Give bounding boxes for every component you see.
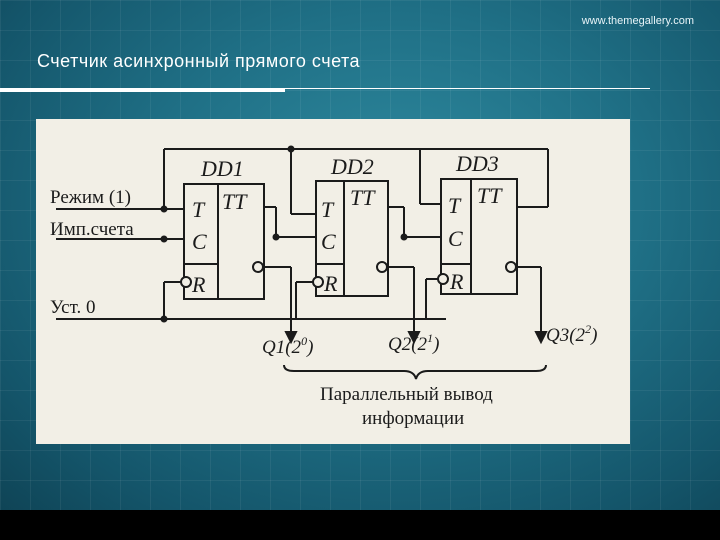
q1-arrow bbox=[284, 331, 298, 345]
q3-output-label: Q3(22) bbox=[546, 322, 597, 346]
reset-input-label: Уст. 0 bbox=[50, 297, 95, 318]
trigger-dd2-box bbox=[315, 180, 389, 297]
q3-arrow bbox=[534, 331, 548, 345]
dd3-r-pin: R bbox=[449, 269, 464, 294]
output-brace bbox=[283, 364, 547, 380]
dd2-c-pin: C bbox=[321, 229, 336, 254]
dd3-reset-inverted bbox=[437, 273, 449, 285]
dd3-t-pin: T bbox=[448, 193, 462, 218]
dd1-type: TT bbox=[222, 189, 248, 214]
q1-output-label: Q1(20) bbox=[262, 334, 313, 358]
dd1-reset-inverted bbox=[180, 276, 192, 288]
dd1-inverted-output bbox=[252, 261, 264, 273]
trigger-dd3-name: DD3 bbox=[455, 151, 499, 176]
reset-junction-dot bbox=[160, 315, 168, 323]
dd2-reset-inverted bbox=[312, 276, 324, 288]
mode-input-label: Режим (1) bbox=[50, 187, 131, 208]
title-underline-thick bbox=[0, 88, 285, 92]
trigger-dd2-name: DD2 bbox=[330, 154, 374, 179]
dd1-c-pin: C bbox=[192, 229, 207, 254]
caption-line-2: информации bbox=[362, 408, 464, 429]
dd2-t-pin: T bbox=[321, 197, 335, 222]
counter-circuit-diagram: Режим (1) Имп.счета Уст. 0 DD1 DD2 DD3 T… bbox=[50, 145, 597, 429]
q2-arrow bbox=[407, 331, 421, 345]
pulse-input-label: Имп.счета bbox=[50, 219, 134, 240]
dd3-type: TT bbox=[477, 183, 503, 208]
mode-junction-dot bbox=[287, 145, 295, 153]
dd1-t-pin: T bbox=[192, 197, 206, 222]
dd2-type: TT bbox=[350, 185, 376, 210]
site-url: www.themegallery.com bbox=[581, 15, 694, 27]
diagram-panel: Режим (1) Имп.счета Уст. 0 DD1 DD2 DD3 T… bbox=[36, 119, 630, 444]
q2-output-label: Q2(21) bbox=[388, 331, 439, 355]
dd2-inverted-output bbox=[376, 261, 388, 273]
slide-title: Счетчик асинхронный прямого счета bbox=[37, 51, 361, 71]
title-underline-thin bbox=[285, 88, 650, 89]
slide: www.themegallery.com Счетчик асинхронный… bbox=[0, 0, 720, 510]
dd1-r-pin: R bbox=[191, 272, 206, 297]
trigger-dd1-box bbox=[183, 183, 265, 300]
dd2-r-pin: R bbox=[323, 271, 338, 296]
trigger-dd1-name: DD1 bbox=[200, 156, 244, 181]
dd3-inverted-output bbox=[505, 261, 517, 273]
dd3-c-pin: C bbox=[448, 226, 463, 251]
caption-line-1: Параллельный вывод bbox=[320, 384, 493, 405]
bottom-bar bbox=[0, 510, 720, 540]
